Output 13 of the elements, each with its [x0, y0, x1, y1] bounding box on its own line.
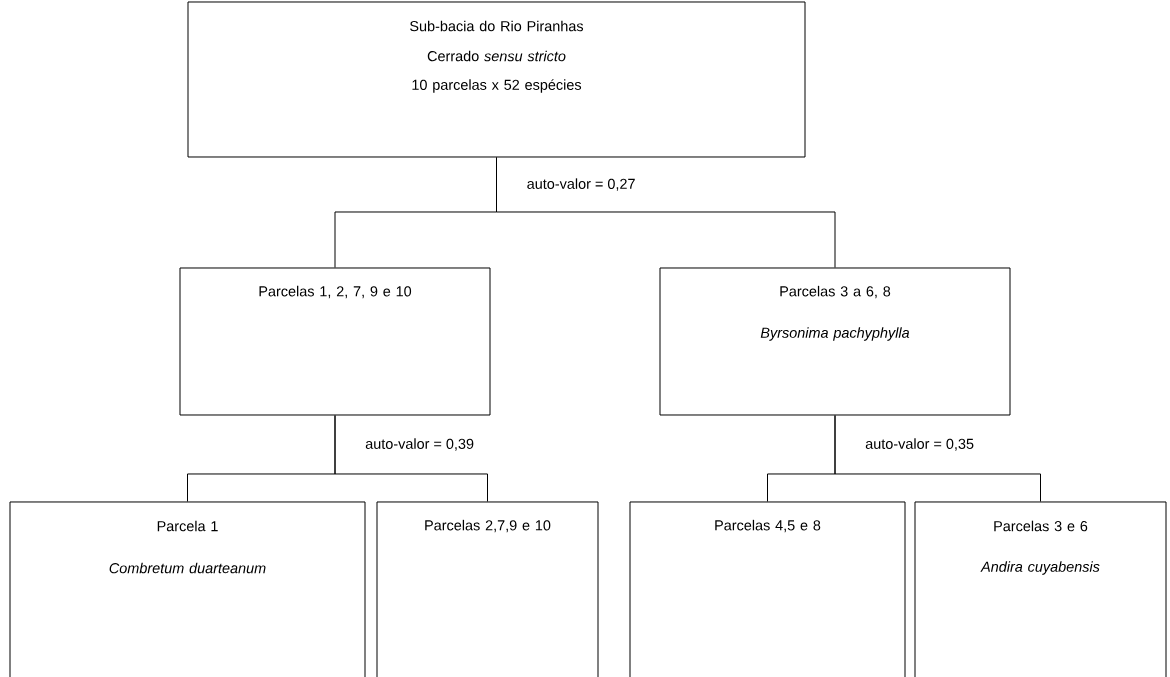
- edge-label: auto-valor = 0,27: [524, 176, 638, 193]
- process-box: Parcelas 4,5 e 8: [629, 501, 906, 677]
- connector-line: [334, 415, 488, 502]
- edge-label: auto-valor = 0,39: [363, 436, 476, 453]
- process-box: Parcela 1 Combretum duarteanum: [9, 501, 366, 677]
- process-box: Parcelas 2,7,9 e 10: [376, 501, 599, 677]
- connector-line: [496, 157, 836, 268]
- process-box: Sub-bacia do Rio Piranhas Cerrado sensu stricto 10 parcelas x 52 espécies: [187, 1, 806, 158]
- process-box: Parcelas 3 a 6, 8 Byrsonima pachyphylla: [659, 267, 1011, 416]
- process-box: Parcelas 1, 2, 7, 9 e 10: [179, 267, 491, 416]
- connector-line: [834, 415, 1041, 502]
- edge-label: auto-valor = 0,35: [863, 436, 976, 453]
- process-box: Parcelas 3 e 6 Andira cuyabensis: [914, 501, 1167, 677]
